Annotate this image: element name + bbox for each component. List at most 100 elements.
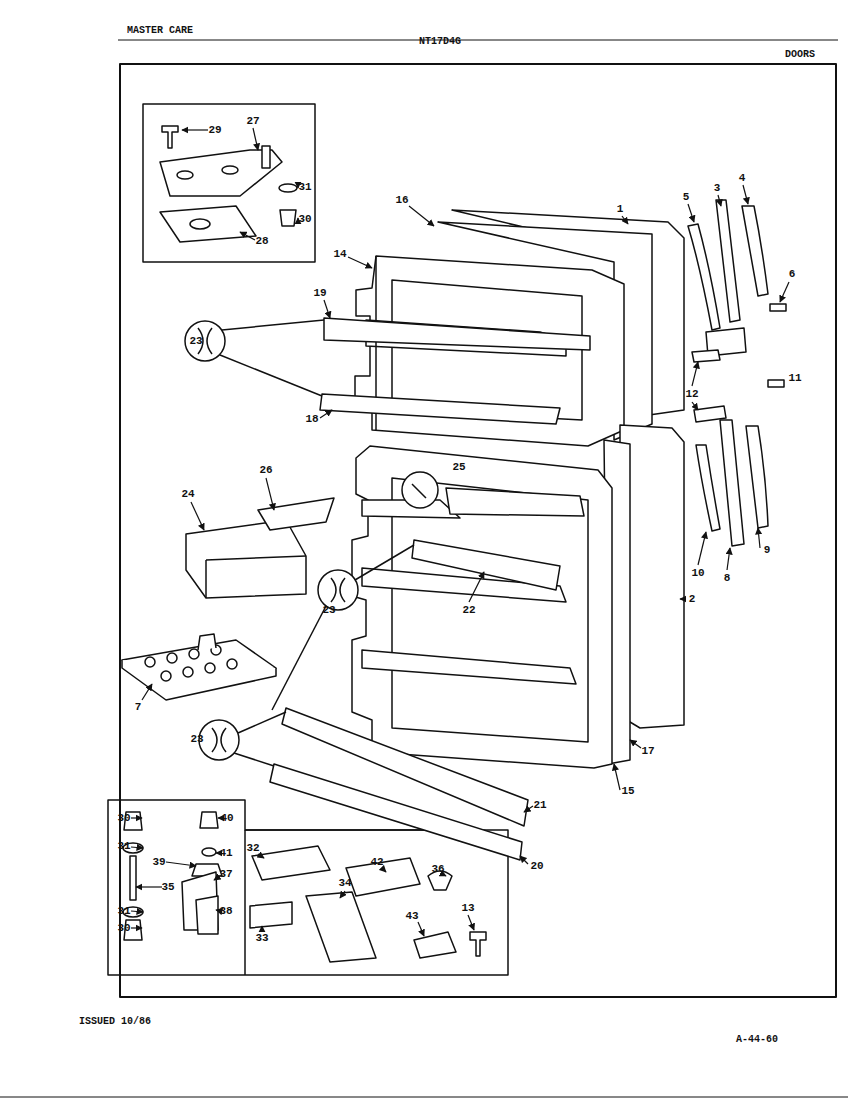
callout-number: 1 [616,203,625,216]
door-rail-part [412,540,560,590]
leader-line-part [340,891,345,898]
inset-box-part [143,104,315,262]
leader-line-part [136,886,162,887]
rail-clip-detail-part [238,712,286,733]
callout-number: 38 [218,905,233,918]
leader-line-part [166,862,196,866]
door-rail [270,318,590,860]
frame [0,40,848,1097]
leader-line-part [266,478,274,510]
frame-part [0,1097,848,1098]
rail-clip-detail-part [185,321,225,361]
accessories-part [189,649,199,659]
leader-line-part [348,257,372,268]
leader-line-part [131,927,142,928]
leader-line-part [524,806,533,812]
leader-line-part [468,915,474,930]
callout-number: 19 [312,287,327,300]
callout-number: 29 [207,124,222,137]
inset-parts-part [222,166,238,174]
inset-parts-part [190,219,210,229]
leader-line-part [382,868,386,872]
page-code: A-44-60 [735,1034,779,1046]
inset-parts-part [177,171,193,179]
callout-number: 16 [394,194,409,207]
leader-line-part [253,128,258,150]
leader-line-part [261,926,262,931]
callout-number: 17 [640,745,655,758]
leader-line-part [614,764,620,790]
callout-number: 31 [116,905,131,918]
callout-number: 37 [218,868,233,881]
inset-parts-part [252,846,330,880]
callout-number: 39 [151,856,166,869]
inset-parts-part [280,210,296,226]
inset-parts-part [279,184,297,192]
leader-line-part [743,185,748,204]
leader-line-part [469,572,484,602]
callout-number: 35 [160,881,175,894]
hinge-parts-part [768,380,784,387]
callout-number: 32 [245,842,260,855]
accessories-part [186,520,306,598]
leader-line-part [214,876,220,880]
callout-number: 3 [713,182,722,195]
inset-parts-part [262,146,270,168]
accessories-part [167,653,177,663]
inset-parts-part [202,848,216,856]
accessories-part [206,556,306,560]
frame-part [120,64,836,997]
leader-line-part [520,856,528,864]
callout-number: 43 [404,910,419,923]
callout-number: 4 [738,172,747,185]
callout-number: 30 [116,812,131,825]
leader-line [131,128,789,936]
inset-parts-part [196,896,218,934]
callout-number: 8 [723,572,732,585]
callout-number: 21 [532,799,547,812]
accessories [122,498,334,700]
inset-parts [123,126,486,962]
rail-clip-detail-part [355,545,414,580]
callout-number: 34 [337,877,352,890]
callout-number: 13 [460,902,475,915]
door-rail-part [324,318,590,350]
fresh-food-door-part [352,446,612,768]
rail-clip-detail-part [222,320,324,330]
hinge-parts [688,200,786,546]
leader-line-part [688,204,694,222]
leader-line-part [191,502,204,530]
leader-line-part [630,740,641,748]
accessories-part [183,667,193,677]
accessories-part [122,660,276,700]
accessories-part [198,634,216,650]
model-number: NT17D4G [418,36,462,48]
leader-line-part [240,232,255,240]
hinge-parts-part [688,224,720,330]
leader-line-part [418,922,424,936]
leader-line-part [131,911,143,912]
hinge-parts-part [742,206,768,296]
inset-parts-part [250,902,292,928]
issue-date: ISSUED 10/86 [78,1016,152,1028]
section-title: DOORS [784,49,816,61]
callout-number: 11 [787,372,802,385]
accessories-part [205,560,207,598]
callout-number: 23 [189,733,204,746]
inset-parts-part [160,206,256,242]
callout-number: 28 [254,235,269,248]
leader-line-part [727,548,730,570]
callout-number: 2 [688,593,697,606]
callout-number: 40 [219,812,234,825]
fresh-food-door-part [412,484,426,498]
callout-number: 26 [258,464,273,477]
hinge-parts-part [720,420,744,546]
callout-number: 41 [218,847,233,860]
leader-line-part [409,206,434,226]
inset-parts-part [162,126,178,148]
callout-number: 6 [788,268,797,281]
callout-number: 30 [297,213,312,226]
rail-clip-detail-part [331,578,345,602]
leader-line-part [692,362,698,386]
